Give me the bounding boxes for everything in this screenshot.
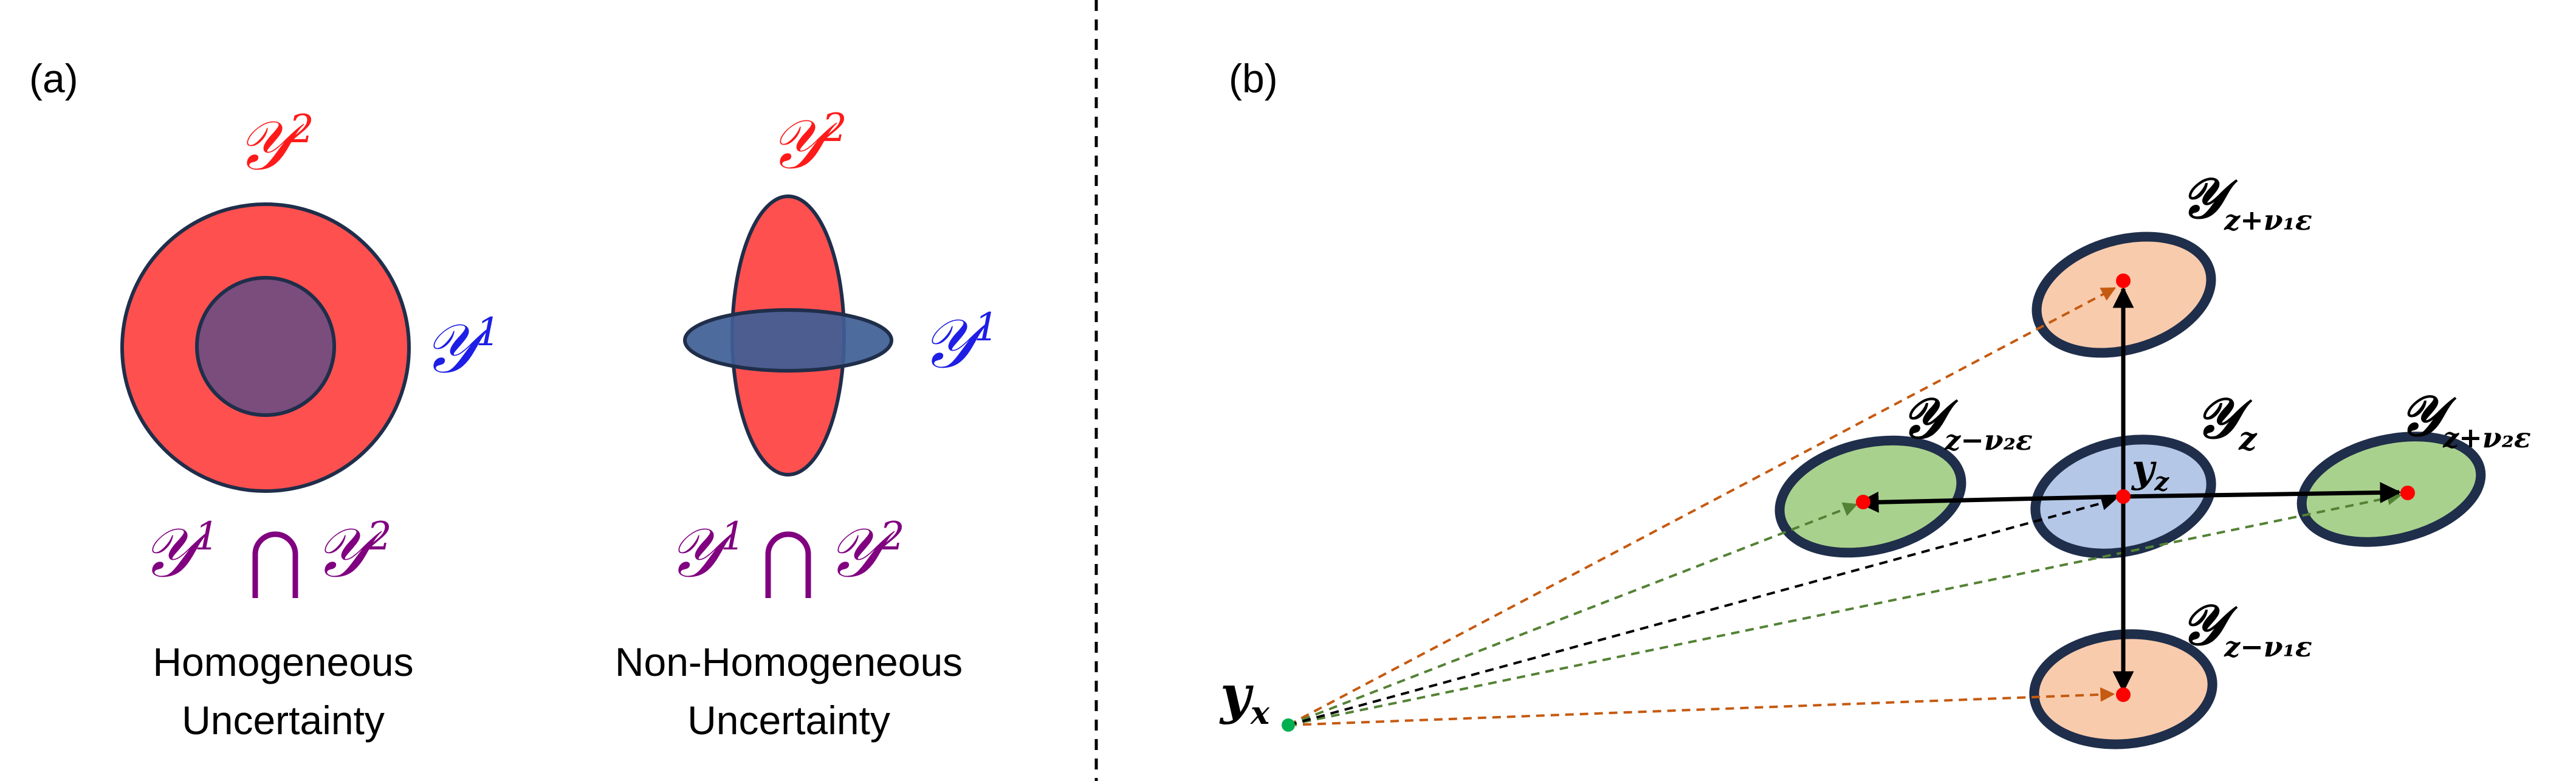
- non-homogeneous-diagram: 𝒴2 𝒴1 𝒴1 𝒴2 Non-Homogeneous Uncertainty: [615, 105, 999, 743]
- ray-to-top: [1288, 287, 2117, 726]
- vertical-set-label: 𝒴2: [769, 105, 847, 184]
- ray-to-center: [1288, 496, 2117, 726]
- center-point: [2116, 489, 2131, 504]
- top-set-label: 𝒴z+ν₁ε: [2180, 165, 2312, 236]
- source-point: [1282, 718, 1295, 732]
- right-point: [2400, 486, 2415, 500]
- non-homogeneous-caption-line2: Uncertainty: [687, 698, 890, 743]
- center-set-label: 𝒴z: [2195, 385, 2258, 458]
- horizontal-set-label: 𝒴1: [921, 304, 999, 384]
- homogeneous-intersection-label: 𝒴1 𝒴2: [141, 514, 392, 598]
- homogeneous-caption-line2: Uncertainty: [182, 698, 385, 743]
- source-point-label: yx: [1219, 664, 1270, 732]
- ray-to-bottom: [1288, 687, 2115, 726]
- svg-text:𝒴2: 𝒴2: [826, 514, 905, 593]
- center-point-label: yz: [2131, 446, 2169, 497]
- top-point: [2116, 274, 2131, 288]
- bottom-set-label: 𝒴z−ν₁ε: [2180, 592, 2312, 663]
- dashed-rays: [1288, 287, 2402, 726]
- svg-text:𝒴1: 𝒴1: [141, 514, 219, 593]
- non-homogeneous-intersection-label: 𝒴1 𝒴2: [667, 514, 905, 598]
- arrow-left: [1857, 491, 2124, 513]
- homogeneous-diagram: 𝒴2 𝒴1 𝒴1 𝒴2 Homogeneous Uncertainty: [120, 106, 501, 743]
- horizontal-set-ellipse: [683, 308, 893, 373]
- ray-to-left: [1288, 502, 1858, 726]
- panel-b-label: (b): [1229, 56, 1278, 101]
- left-set-label: 𝒴z−ν₂ε: [1901, 385, 2033, 456]
- intersection-symbol: [765, 531, 811, 598]
- arrow-right: [2123, 481, 2402, 503]
- intersection-symbol: [252, 531, 298, 598]
- svg-text:𝒴2: 𝒴2: [314, 514, 392, 593]
- panel-a: (a) 𝒴2 𝒴1 𝒴1 𝒴2 Homogeneous Uncer: [29, 56, 999, 743]
- svg-text:𝒴1: 𝒴1: [667, 514, 746, 593]
- inner-set-label: 𝒴1: [422, 309, 501, 388]
- perturbation-arrows: [1857, 286, 2402, 693]
- inner-set-circle: [195, 276, 336, 417]
- outer-set-label: 𝒴2: [236, 106, 314, 185]
- homogeneous-caption-line1: Homogeneous: [153, 639, 413, 684]
- non-homogeneous-caption-line1: Non-Homogeneous: [615, 639, 963, 684]
- panel-a-label: (a): [29, 56, 78, 101]
- panel-b: (b) yx: [1219, 56, 2531, 749]
- right-set-label: 𝒴z+ν₂ε: [2399, 383, 2531, 454]
- left-point: [1856, 495, 1870, 509]
- bottom-point: [2116, 687, 2131, 702]
